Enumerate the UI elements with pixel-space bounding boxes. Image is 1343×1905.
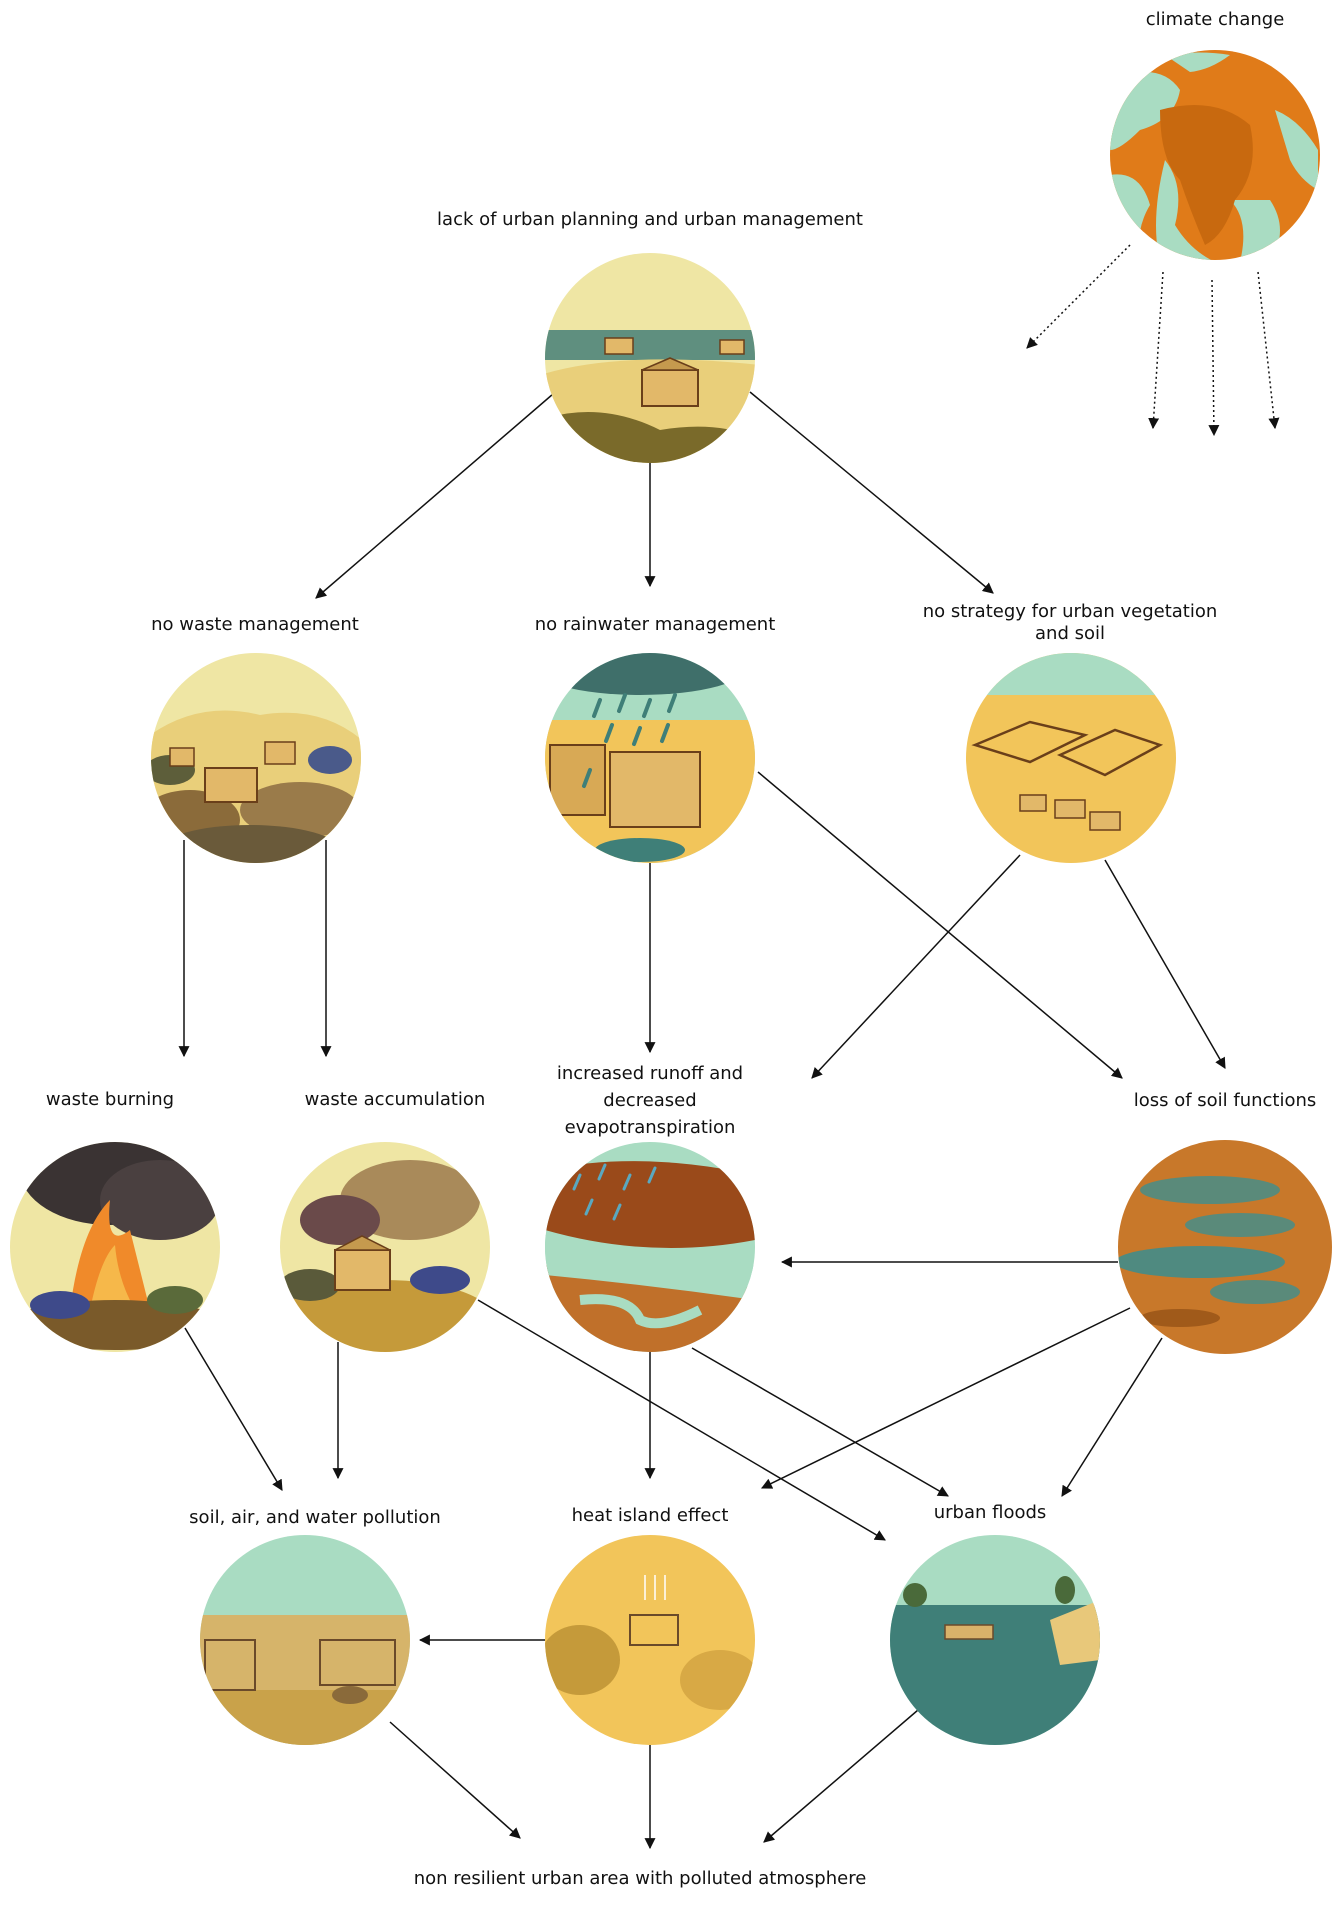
no-vegetation-strategy-image [960,650,1180,863]
edge-lack-to-nostrategy [750,392,993,593]
increased-runoff-image [545,1142,755,1360]
waste-accumulation-image [275,1142,495,1360]
edge-pollution-to-final [390,1722,520,1838]
edge-climate-3 [1212,280,1214,435]
waste-burning-image [5,1115,225,1352]
edge-burning-to-pollution [185,1328,282,1490]
edge-soilloss-to-heat [762,1308,1130,1488]
label-climate-change: climate change [1115,7,1315,33]
label-non-resilient-urban-area: non resilient urban area with polluted a… [350,1866,930,1892]
edge-nostrategy-to-soilloss [1105,860,1225,1068]
no-rainwater-management-image [530,635,755,870]
label-heat-island: heat island effect [545,1503,755,1529]
no-waste-management-image [140,653,362,875]
edge-soilloss-to-floods [1062,1338,1162,1496]
label-no-waste-management: no waste management [130,612,380,638]
lack-of-planning-image [540,253,760,470]
heat-island-image [540,1535,760,1745]
label-no-strategy-vegetation: no strategy for urban vegetation and soi… [920,601,1220,645]
label-pollution: soil, air, and water pollution [175,1505,455,1531]
label-increased-runoff: increased runoff and decreased evapotran… [555,1060,745,1141]
label-waste-accumulation: waste accumulation [300,1087,490,1113]
label-urban-floods: urban floods [900,1500,1080,1526]
pollution-image [200,1535,410,1750]
climate-change-globe-image [1110,50,1320,262]
label-lack-of-planning: lack of urban planning and urban managem… [420,207,880,233]
edge-floods-to-final [764,1710,918,1842]
label-loss-of-soil-functions: loss of soil functions [1120,1088,1330,1114]
edge-climate-4 [1258,272,1275,428]
label-no-rainwater-management: no rainwater management [520,612,790,638]
edge-runoff-to-floods [692,1348,948,1496]
label-waste-burning: waste burning [30,1087,190,1113]
loss-of-soil-functions-image [1115,1140,1332,1354]
edge-lack-to-nowaste [316,394,553,598]
urban-floods-image [890,1535,1100,1750]
edge-climate-2 [1153,272,1163,428]
edge-climate-1 [1027,245,1130,348]
